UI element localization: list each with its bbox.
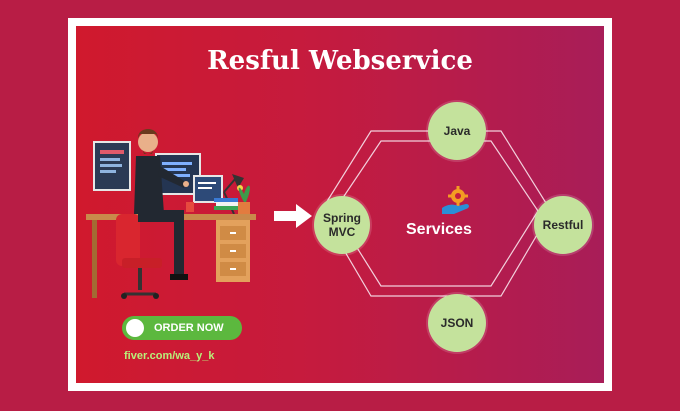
banner-title: Resful Webservice: [207, 46, 473, 76]
white-frame: Resful Webservice: [68, 18, 612, 391]
services-label: Services: [406, 221, 472, 238]
gear-hand-icon: [442, 186, 469, 214]
right-arrow-icon: [274, 204, 312, 228]
fiverr-url[interactable]: fiver.com/wa_y_k: [124, 350, 215, 362]
node-json: JSON: [428, 294, 486, 352]
order-now-label: ORDER NOW: [154, 322, 224, 334]
order-now-button[interactable]: ORDER NOW: [122, 316, 242, 340]
node-restful: Restful: [534, 196, 592, 254]
banner-panel: Resful Webservice: [76, 26, 604, 383]
developer-illustration: [86, 129, 256, 299]
node-java: Java: [428, 102, 486, 160]
toggle-knob-icon: [126, 319, 144, 337]
